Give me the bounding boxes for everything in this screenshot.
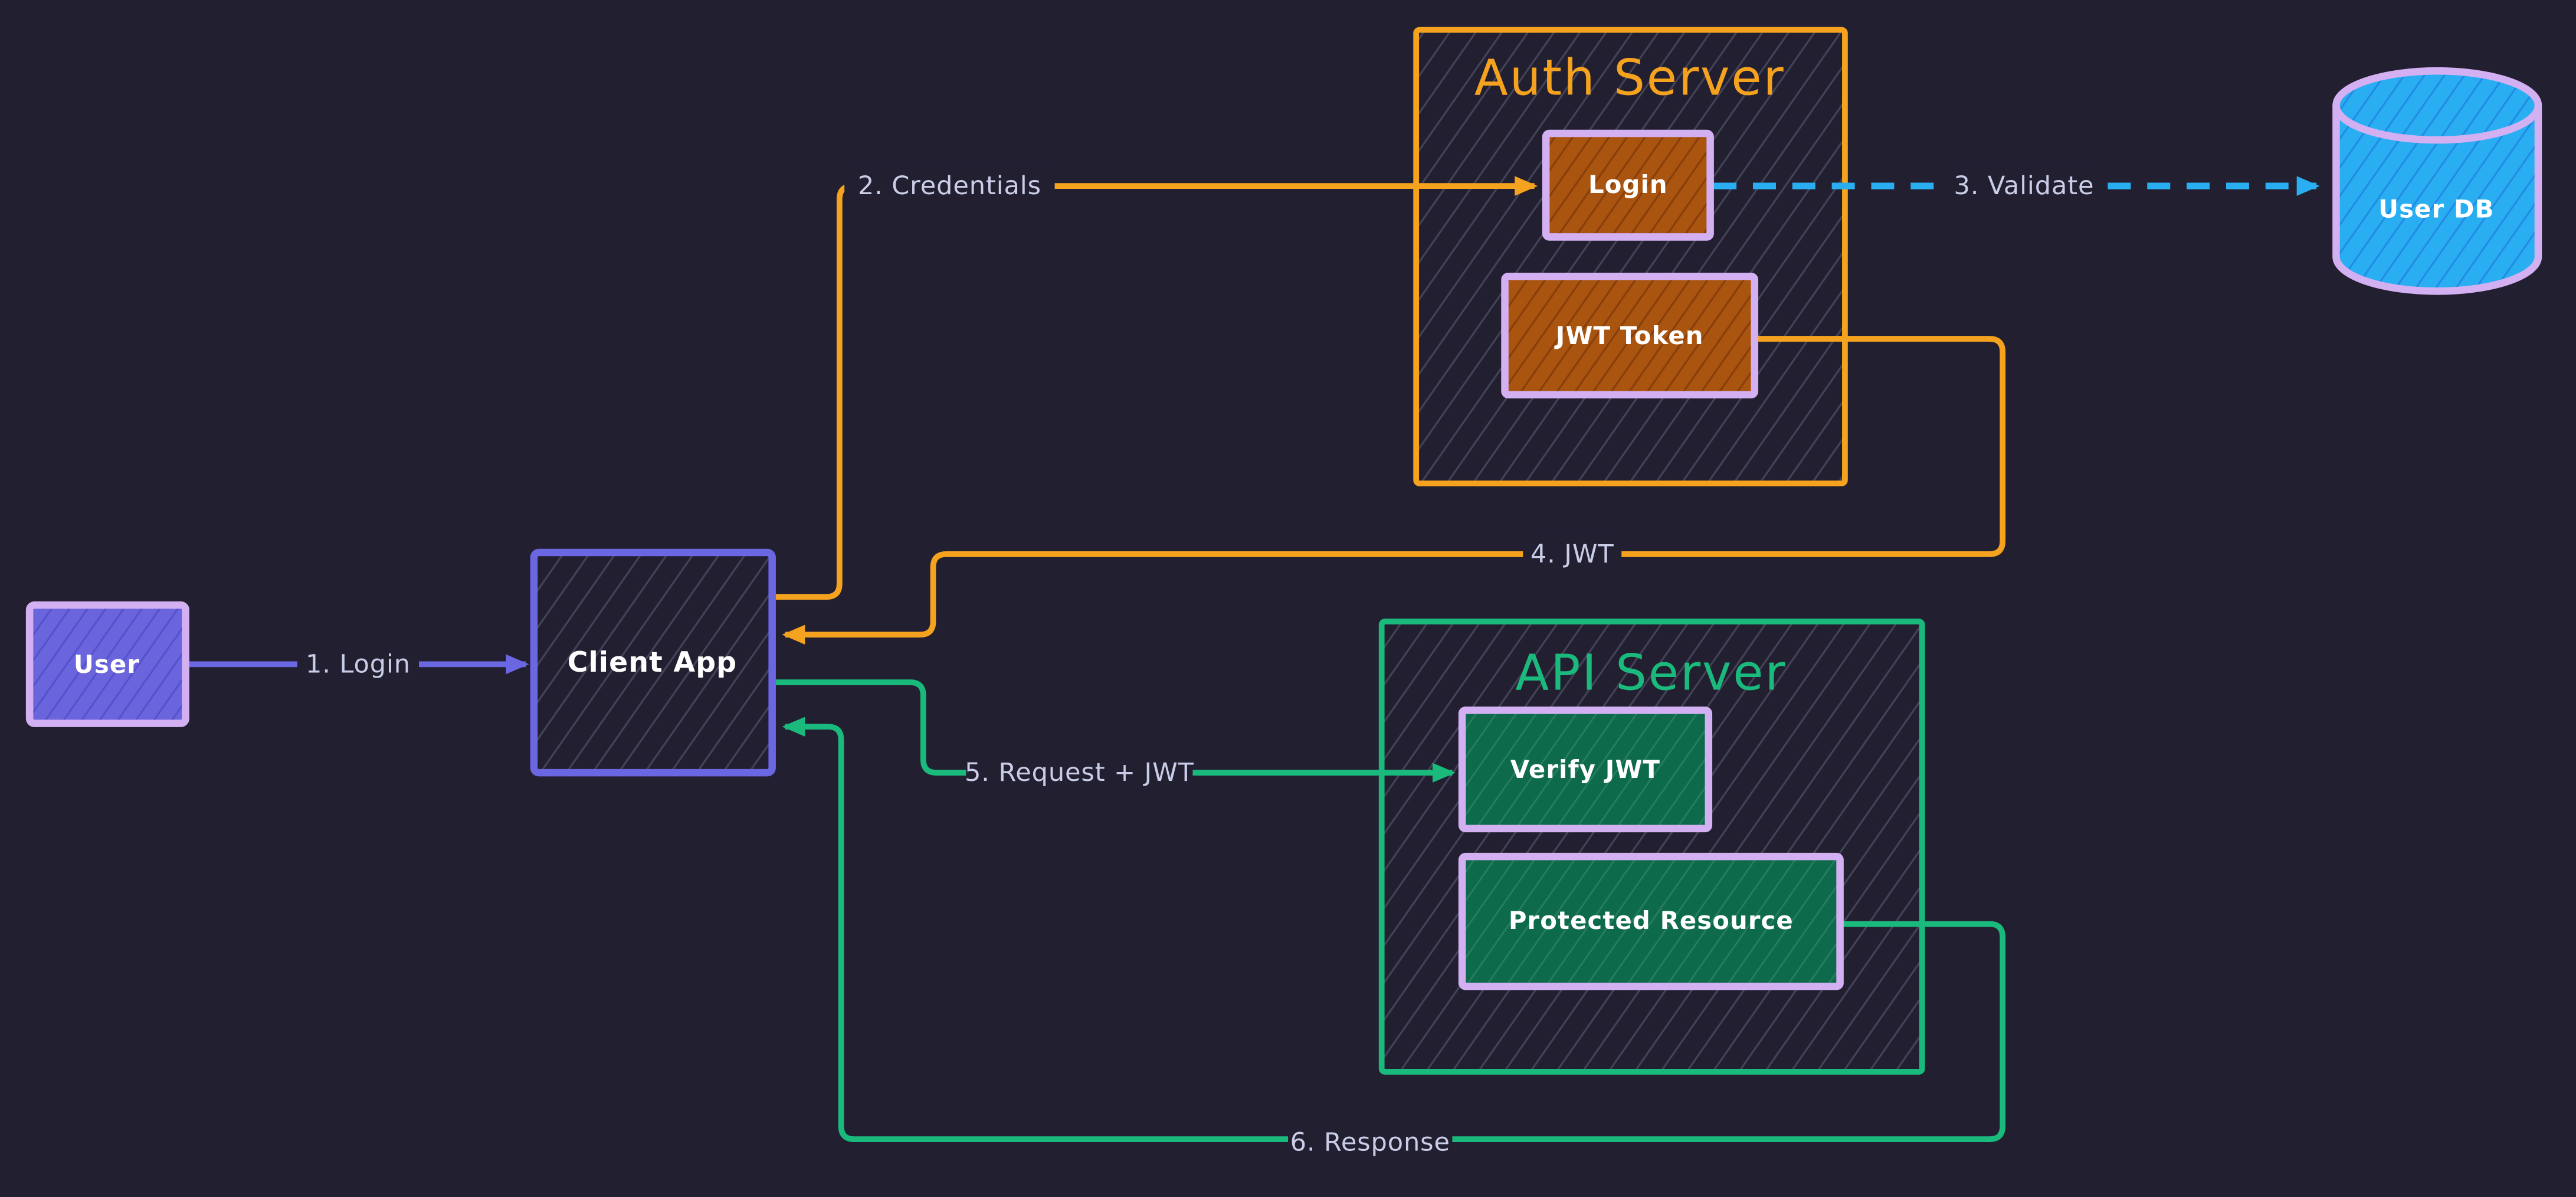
edge-login: 1. Login — [185, 643, 529, 686]
edge-credentials: 2. Credentials — [770, 164, 1538, 600]
node-user-db: User DB — [2332, 67, 2542, 295]
edge-jwt: 4. JWT — [782, 336, 2006, 645]
edge-label-login: 1. Login — [306, 649, 411, 679]
node-protected-resource-label: Protected Resource — [1509, 906, 1794, 935]
edge-label-response: 6. Response — [1290, 1128, 1450, 1157]
api-server-container: API Server — [1378, 619, 1925, 1075]
node-verify-jwt-label: Verify JWT — [1510, 755, 1660, 784]
node-verify-jwt: Verify JWT — [1458, 707, 1713, 833]
node-user: User — [25, 601, 189, 727]
node-login-label: Login — [1588, 170, 1668, 199]
node-login: Login — [1542, 129, 1714, 241]
auth-server-title: Auth Server — [1474, 48, 1785, 106]
auth-server-container: Auth Server — [1413, 27, 1848, 486]
edge-validate: 3. Validate — [1713, 164, 2320, 208]
edge-label-credentials: 2. Credentials — [858, 171, 1041, 201]
node-client-app-label: Client App — [568, 646, 738, 679]
node-jwt-token-label: JWT Token — [1554, 321, 1704, 350]
node-user-label: User — [74, 650, 140, 679]
node-client-app: Client App — [530, 548, 776, 777]
node-jwt-token: JWT Token — [1501, 272, 1759, 398]
edge-label-jwt: 4. JWT — [1530, 539, 1614, 569]
edge-request-jwt: 5. Request + JWT — [770, 679, 1456, 794]
node-protected-resource: Protected Resource — [1458, 852, 1844, 990]
edge-label-request-jwt: 5. Request + JWT — [965, 758, 1194, 787]
edge-label-validate: 3. Validate — [1954, 171, 2094, 201]
api-server-title: API Server — [1515, 643, 1787, 701]
edge-response: 6. Response — [782, 717, 2006, 1164]
node-user-db-label: User DB — [2378, 195, 2494, 224]
